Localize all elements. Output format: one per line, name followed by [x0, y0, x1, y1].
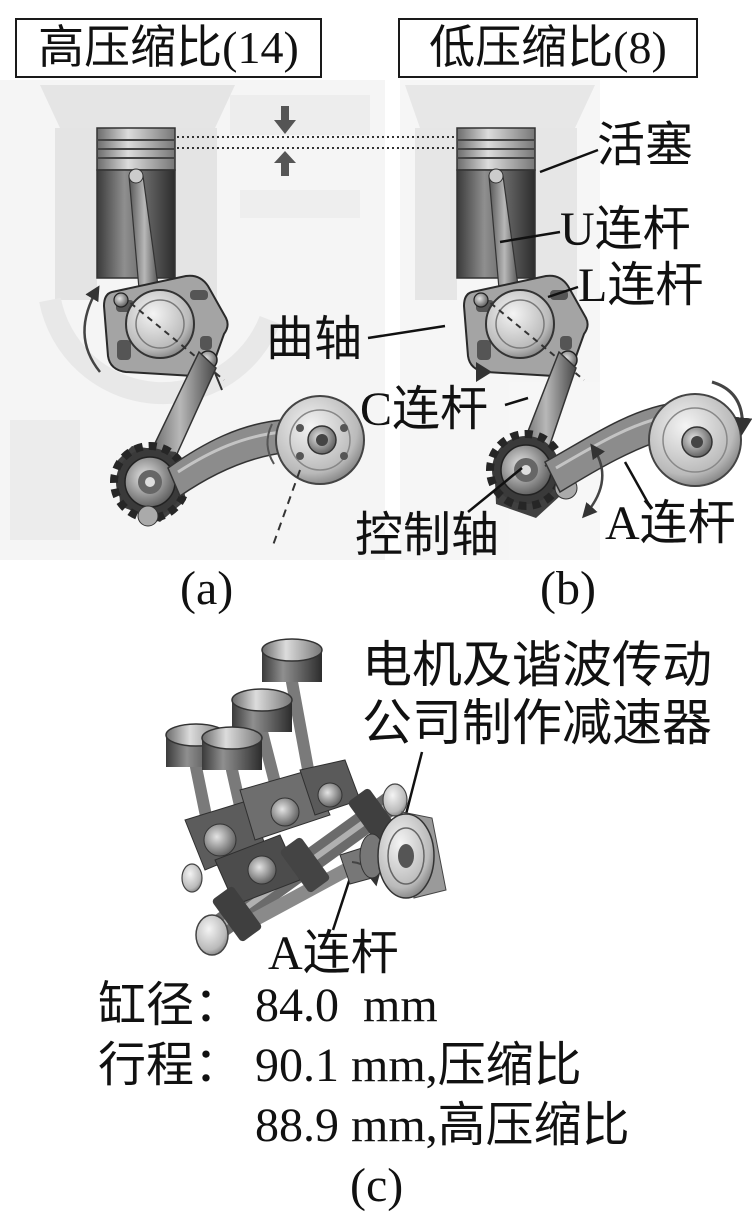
link-cluster-c [184, 759, 361, 906]
crankshaft-pin-a [121, 289, 225, 381]
rotation-direction-icon-b [476, 362, 492, 382]
mode-label-low-compression-text: 低压缩比(8) [429, 22, 667, 73]
spec-bore-value: 84.0 mm [255, 979, 438, 1032]
down-arrow-icon [274, 106, 296, 134]
piston-c-1 [261, 638, 323, 786]
spec-stroke-value-2: 88.9 mm,高压缩比 [255, 1099, 630, 1152]
up-arrow-icon [274, 151, 296, 176]
panel-c-engine-assembly [165, 638, 447, 956]
label-piston: 活塞 [597, 119, 694, 172]
label-a-link-c: A连杆 [268, 927, 399, 980]
spec-bore-label: 缸径： [98, 979, 243, 1032]
label-motor-line-1: 电机及谐波传动 [362, 637, 712, 693]
caption-b: (b) [540, 562, 596, 615]
crankshaft-end-c [195, 914, 229, 956]
swing-double-arrow-b [582, 443, 606, 519]
caption-a: (a) [180, 562, 234, 615]
label-motor-line-2: 公司制作减速器 [362, 695, 712, 751]
label-crankshaft: 曲轴 [266, 313, 363, 366]
label-u-link: U连杆 [560, 203, 691, 256]
tdc-reference-lines [172, 106, 462, 176]
mode-label-low-compression: 低压缩比(8) [398, 18, 698, 78]
panel-a-mechanism [83, 127, 365, 549]
label-l-link: L连杆 [578, 259, 704, 312]
caption-c: (c) [350, 1159, 404, 1212]
panel-b-mechanism [456, 127, 752, 519]
disc-rotation-arrow-b [711, 380, 752, 436]
actuator-disc-b [648, 393, 742, 487]
actuator-disc-a [275, 395, 365, 485]
mode-label-high-compression-text: 高压缩比(14) [38, 22, 299, 73]
mode-label-high-compression: 高压缩比(14) [15, 18, 322, 78]
spec-stroke-label: 行程： [98, 1039, 243, 1092]
label-a-link-b: A连杆 [605, 497, 736, 550]
label-control-shaft: 控制轴 [355, 509, 500, 562]
label-c-link: C连杆 [360, 383, 489, 436]
crank-rotation-arrow-a [83, 285, 101, 373]
spec-stroke-value-1: 90.1 mm,压缩比 [255, 1039, 582, 1092]
motor-reducer-c [359, 811, 447, 899]
crankshaft-pin-b [481, 289, 585, 381]
